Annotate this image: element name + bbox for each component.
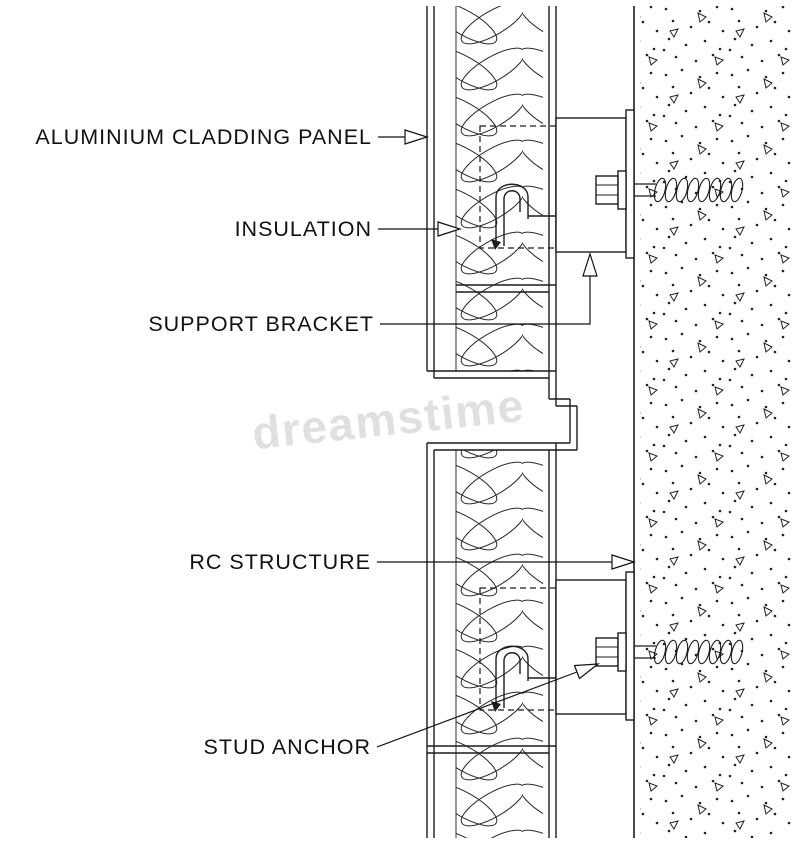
leader-line [380, 276, 591, 325]
concrete-stipple [640, 6, 792, 838]
annotations: ALUMINIUM CLADDING PANEL INSULATION SUPP… [35, 125, 636, 759]
arrowhead [404, 129, 429, 145]
insulation-bottom [455, 450, 543, 838]
label-aluminium-cladding-panel: ALUMINIUM CLADDING PANEL [35, 125, 429, 149]
leader-line [376, 671, 578, 748]
label-text: INSULATION [235, 217, 372, 241]
watermark-text: dreamstime [250, 379, 527, 459]
label-stud-anchor: STUD ANCHOR [204, 663, 600, 759]
label-text: SUPPORT BRACKET [148, 312, 374, 336]
arrowhead [573, 663, 600, 680]
watermark: dreamstime [250, 379, 527, 459]
concrete-wall [633, 6, 792, 838]
label-text: STUD ANCHOR [204, 735, 371, 759]
arrowhead [582, 252, 598, 277]
label-insulation: INSULATION [235, 217, 462, 241]
label-text: ALUMINIUM CLADDING PANEL [35, 125, 372, 149]
label-text: RC STRUCTURE [189, 550, 371, 574]
arrowhead [611, 554, 636, 570]
arrowhead [437, 221, 462, 237]
label-rc-structure: RC STRUCTURE [189, 550, 636, 574]
label-support-bracket: SUPPORT BRACKET [148, 252, 598, 336]
